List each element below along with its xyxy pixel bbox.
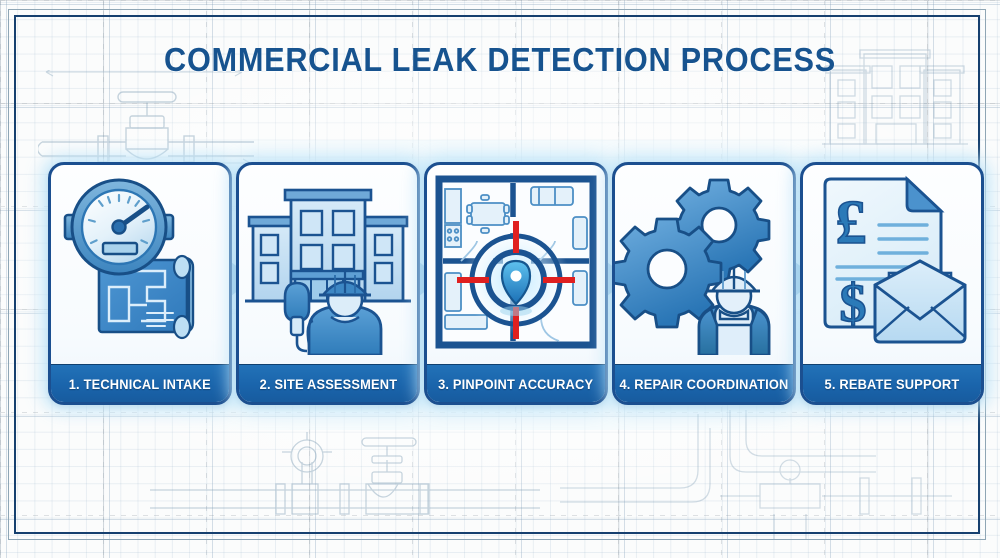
pipe-riser-schematic-bottom-right [560, 410, 960, 545]
step-label-5-text: 5. REBATE SUPPORT [824, 376, 960, 392]
svg-text:$: $ [840, 273, 867, 333]
step-label-2: 2. SITE ASSESSMENT [239, 364, 417, 402]
outer-frame-line [8, 9, 986, 540]
step-card-1[interactable]: 1. TECHNICAL INTAKE [48, 162, 232, 405]
step-card-2[interactable]: 2. SITE ASSESSMENT [236, 162, 420, 405]
step-label-4-text: 4. REPAIR COORDINATION [619, 376, 789, 392]
svg-text:£: £ [836, 189, 867, 257]
step-label-5: 5. REBATE SUPPORT [803, 364, 981, 402]
invoice-and-envelope-icon: £ $ [803, 165, 981, 355]
gears-and-worker-icon [615, 165, 793, 355]
step-label-3: 3. PINPOINT ACCURACY [427, 364, 605, 402]
invoice-and-envelope-icon-card[interactable]: £ $ [800, 162, 984, 405]
step-label-1-text: 1. TECHNICAL INTAKE [68, 376, 212, 392]
step-label-2-text: 2. SITE ASSESSMENT [259, 376, 397, 392]
step-label-1: 1. TECHNICAL INTAKE [51, 364, 229, 402]
pipe-valve-schematic-bottom [150, 420, 540, 540]
floorplan-crosshair-pin-icon [427, 165, 605, 355]
commercial-building-and-technician-icon [239, 165, 417, 355]
pressure-gauge-and-blueprint-icon [51, 165, 229, 355]
step-label-4: 4. REPAIR COORDINATION [615, 364, 793, 402]
building-elevation-schematic-top-right [820, 40, 970, 150]
step-card-4[interactable]: 4. REPAIR COORDINATION [612, 162, 796, 405]
step-card-3[interactable]: 3. PINPOINT ACCURACY [424, 162, 608, 405]
step-label-3-text: 3. PINPOINT ACCURACY [438, 376, 594, 392]
page-title: COMMERCIAL LEAK DETECTION PROCESS [164, 41, 836, 78]
